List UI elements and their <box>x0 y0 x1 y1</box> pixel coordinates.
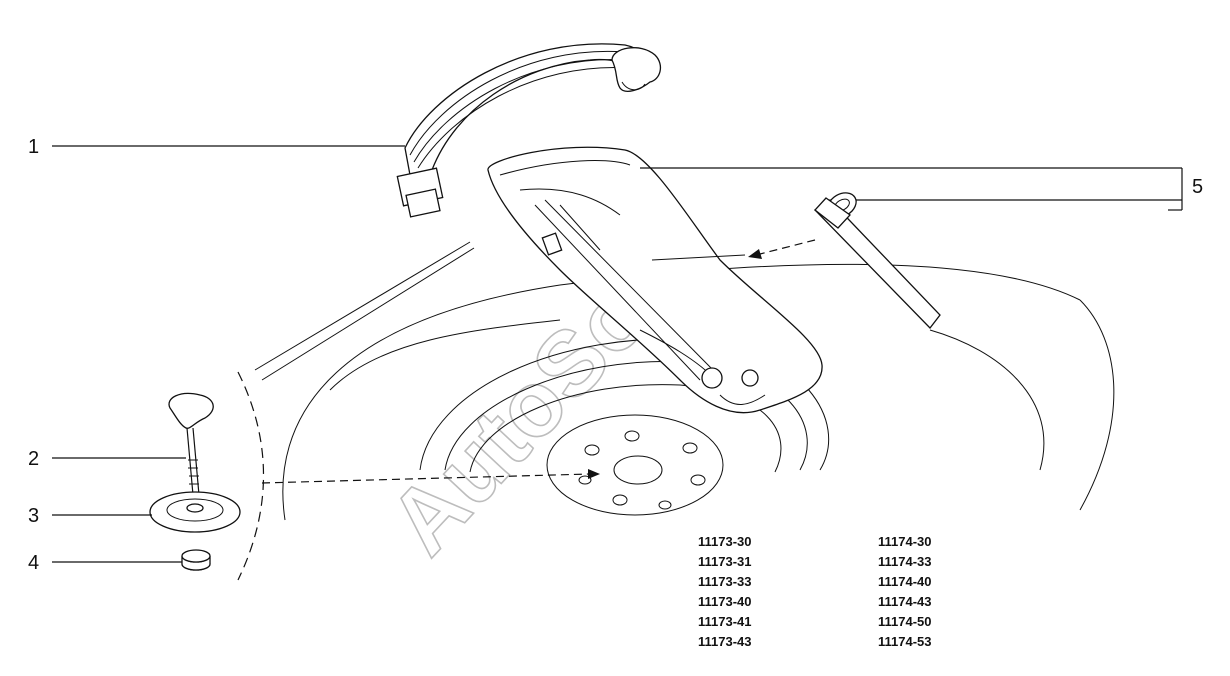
callout-5: 5 <box>1192 176 1203 198</box>
wing-bolt <box>168 392 214 496</box>
callout-1: 1 <box>28 136 39 158</box>
model-code: 11174-33 <box>878 554 932 569</box>
clamp-disc <box>149 491 241 533</box>
model-code: 11174-50 <box>878 614 932 629</box>
model-codes-left: 11173-30 11173-31 11173-33 11173-40 1117… <box>698 532 752 652</box>
callout-2: 2 <box>28 448 39 470</box>
wheel-wrench <box>813 192 941 329</box>
model-code: 11173-43 <box>698 634 752 649</box>
callout-4: 4 <box>28 552 39 574</box>
cap-nut <box>181 549 211 571</box>
model-codes-right: 11174-30 11174-33 11174-40 11174-43 1117… <box>878 532 932 652</box>
model-code: 11173-31 <box>698 554 752 569</box>
model-code: 11174-43 <box>878 594 932 609</box>
model-code: 11173-30 <box>698 534 752 549</box>
model-code: 11174-53 <box>878 634 932 649</box>
dashed-arrows <box>261 239 816 484</box>
callout-3: 3 <box>28 505 39 527</box>
arrow-head-wheel <box>588 469 600 479</box>
model-code: 11174-30 <box>878 534 932 549</box>
spare-wheel <box>419 338 830 516</box>
arrow-head-tray <box>748 249 762 259</box>
leader-lines <box>52 145 1183 563</box>
jack-tray <box>487 146 823 414</box>
model-code: 11173-33 <box>698 574 752 589</box>
model-code: 11174-40 <box>878 574 932 589</box>
strap-part <box>396 43 662 218</box>
group-bracket <box>237 371 264 581</box>
model-code: 11173-40 <box>698 594 752 609</box>
model-code: 11173-41 <box>698 614 752 629</box>
